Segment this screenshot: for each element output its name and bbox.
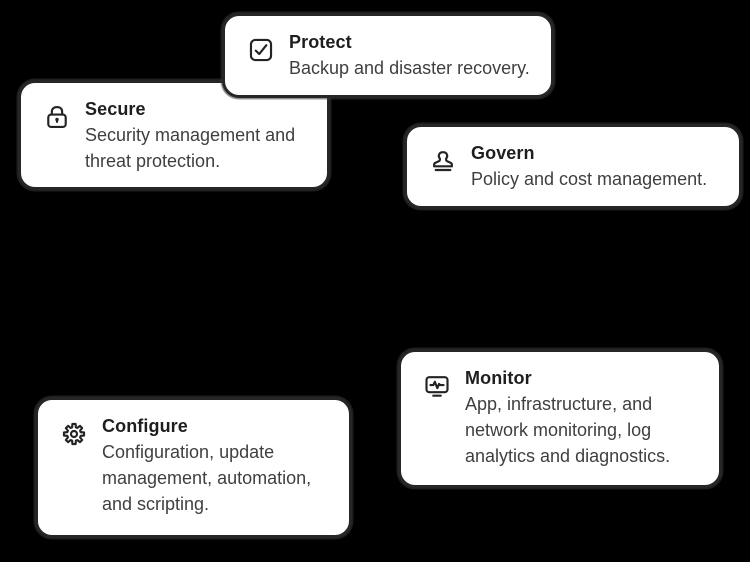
card-title: Protect: [289, 32, 352, 52]
card-secure: Secure Security management and threat pr…: [18, 80, 330, 190]
stamp-icon: [428, 145, 458, 177]
card-title: Monitor: [465, 368, 532, 388]
card-description-line: network monitoring, log: [465, 420, 652, 440]
card-text: Govern Policy and cost management.: [471, 140, 725, 192]
card-description-line: and scripting.: [102, 494, 210, 514]
card-configure: Configure Configuration, update manageme…: [35, 397, 352, 538]
card-description-line: Configuration, update: [102, 442, 275, 462]
card-description-line: threat protection.: [85, 151, 221, 171]
card-text: Secure Security management and threat pr…: [85, 96, 313, 174]
card-text: Protect Backup and disaster recovery.: [289, 29, 537, 81]
card-protect: Protect Backup and disaster recovery.: [222, 13, 554, 98]
card-title: Configure: [102, 416, 188, 436]
checkbox-check-icon: [246, 34, 276, 66]
card-description-line: management, automation,: [102, 468, 312, 488]
card-description-line: Policy and cost management.: [471, 169, 708, 189]
card-monitor: Monitor App, infrastructure, and network…: [398, 349, 722, 488]
card-govern: Govern Policy and cost management.: [404, 124, 742, 209]
card-description-line: Security management and: [85, 125, 296, 145]
card-text: Configure Configuration, update manageme…: [102, 413, 335, 517]
card-description-line: App, infrastructure, and: [465, 394, 653, 414]
card-text: Monitor App, infrastructure, and network…: [465, 365, 705, 469]
card-description-line: Backup and disaster recovery.: [289, 58, 530, 78]
lock-icon: [42, 101, 72, 133]
card-title: Secure: [85, 99, 146, 119]
monitor-pulse-icon: [422, 370, 452, 402]
card-title: Govern: [471, 143, 535, 163]
gear-icon: [59, 418, 89, 450]
card-description-line: analytics and diagnostics.: [465, 446, 671, 466]
